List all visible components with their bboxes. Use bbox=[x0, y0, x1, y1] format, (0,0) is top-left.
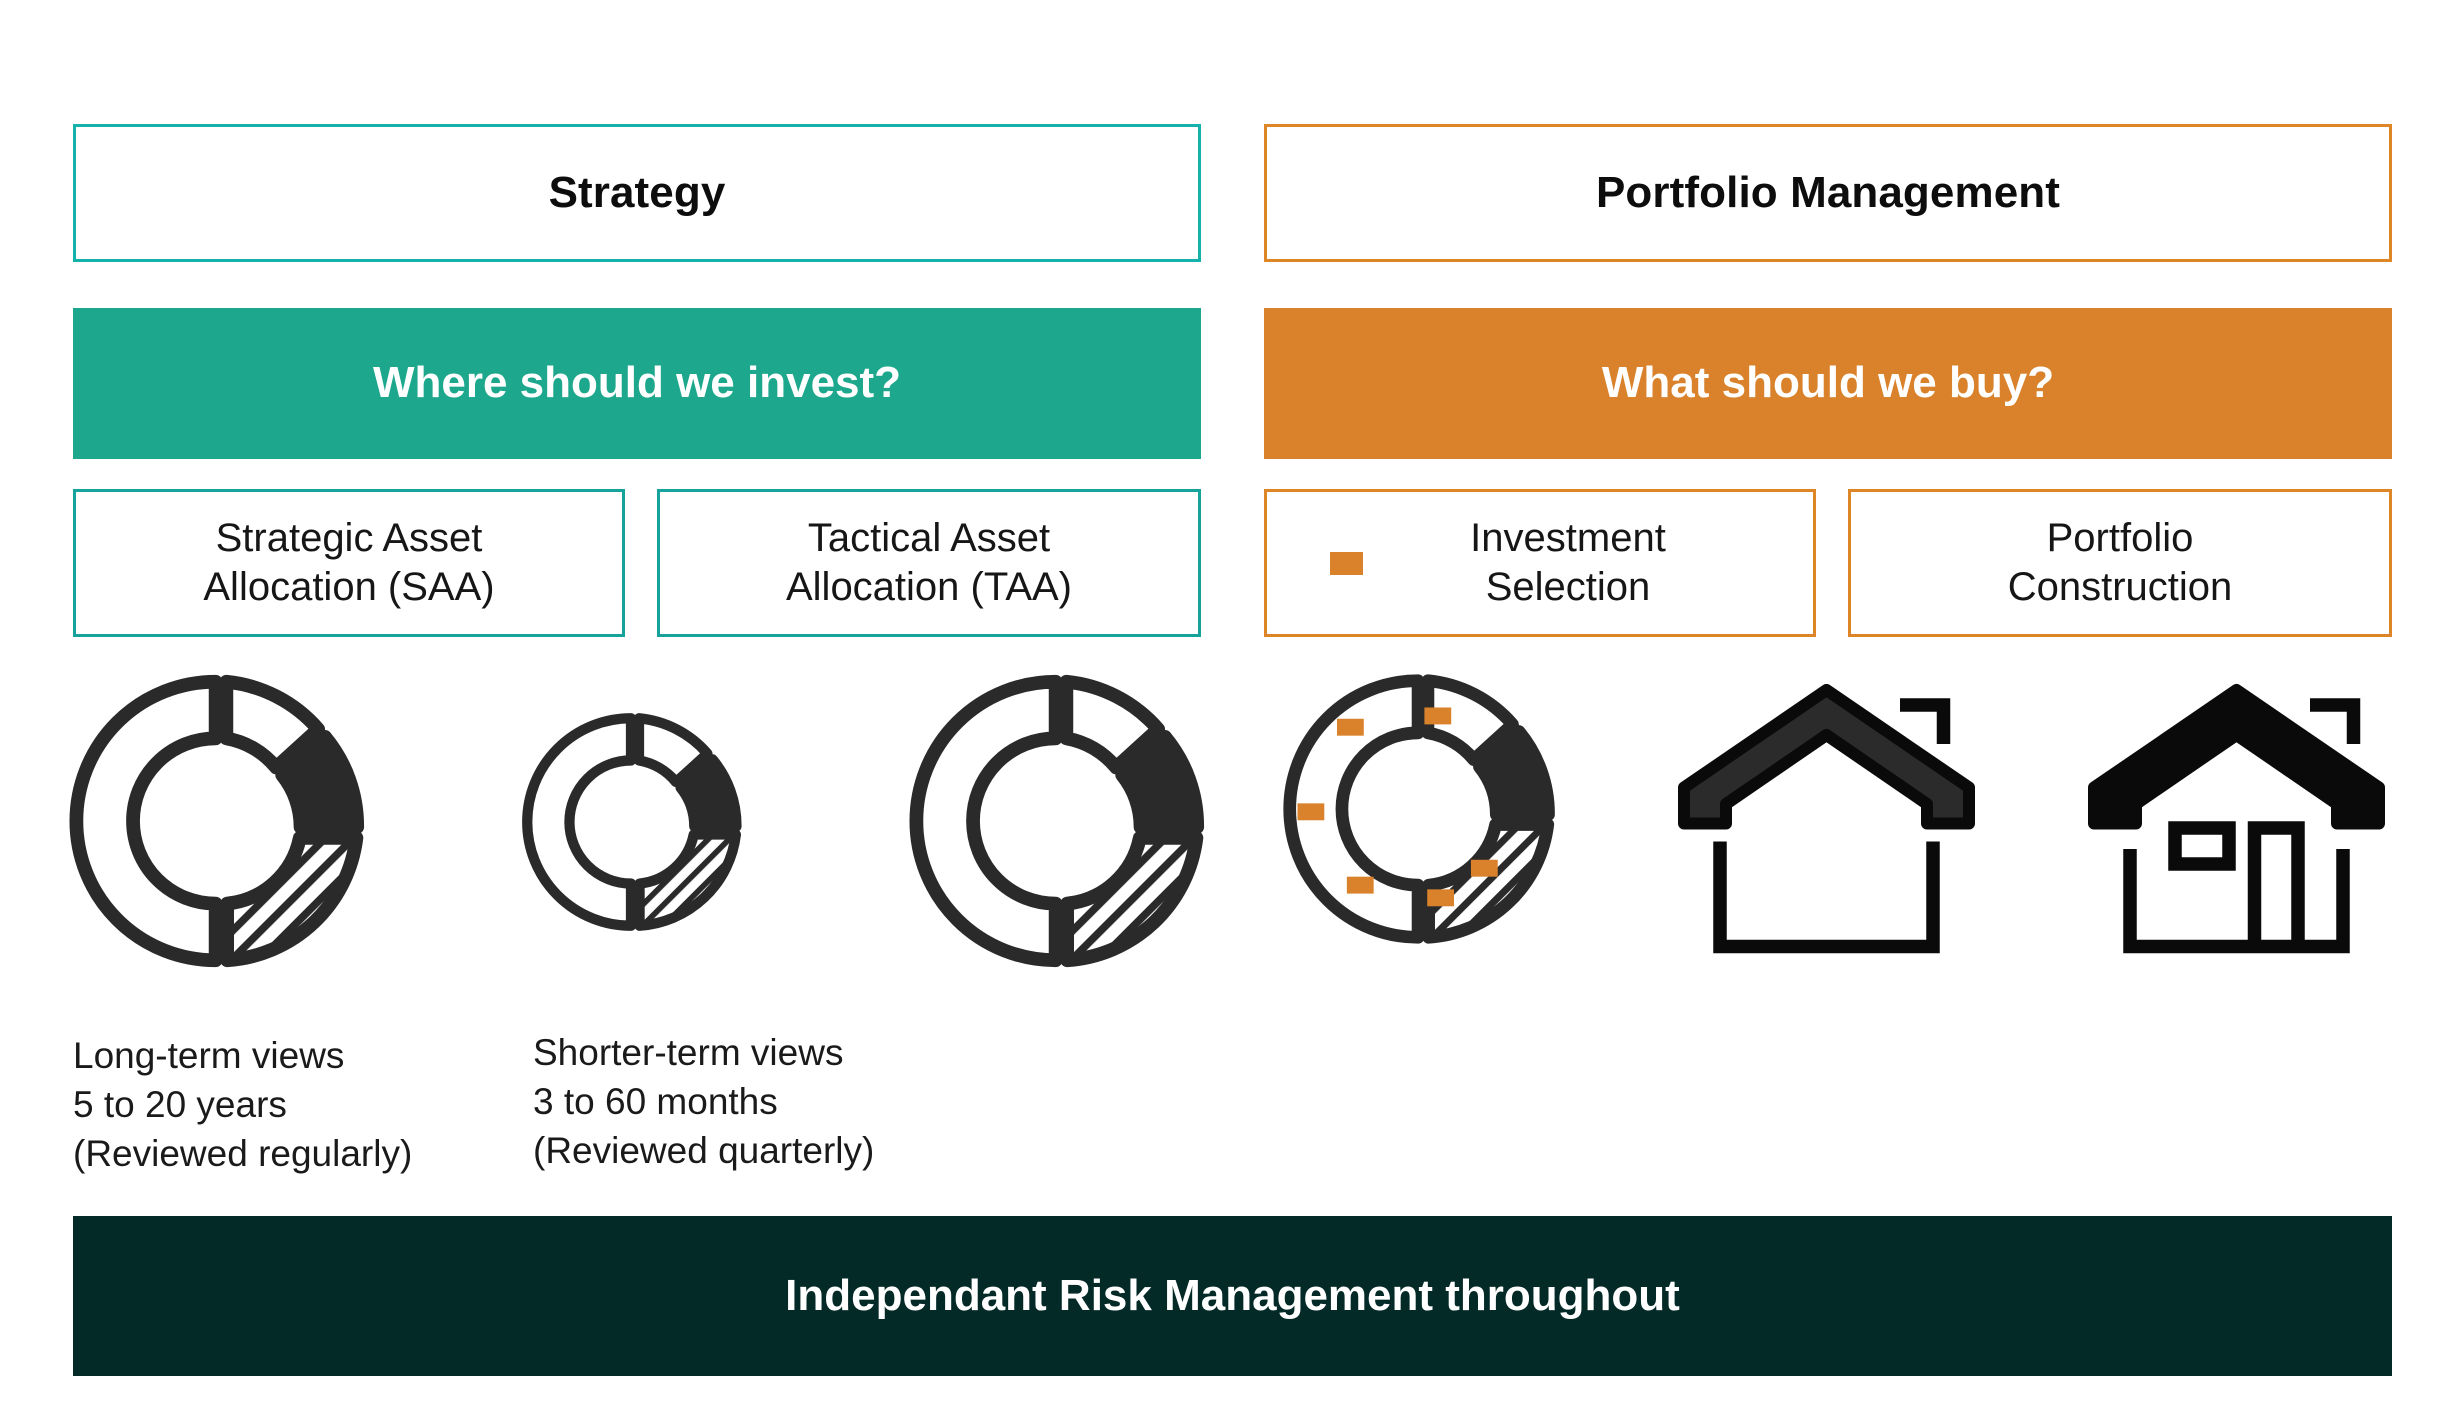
pillar-header-portfolio-management[interactable]: Portfolio Management bbox=[1264, 124, 2392, 262]
subbox-label-saa: Strategic Asset Allocation (SAA) bbox=[203, 516, 495, 609]
house-outline-icon bbox=[1672, 672, 1990, 972]
subbox-label-investment-selection: Investment Selection bbox=[1470, 516, 1666, 609]
question-label-strategy: Where should we invest? bbox=[372, 358, 902, 408]
subbox-investment-selection[interactable]: Investment Selection bbox=[1264, 489, 1816, 637]
subbox-strategic-asset-allocation[interactable]: Strategic Asset Allocation (SAA) bbox=[73, 489, 625, 637]
question-label-portfolio-management: What should we buy? bbox=[1601, 358, 2055, 408]
donut-chart-icon bbox=[68, 668, 374, 974]
question-banner-strategy[interactable]: Where should we invest? bbox=[73, 308, 1201, 459]
investment-selection-marker-icon bbox=[1330, 552, 1363, 575]
donut-chart-selection-icon bbox=[1282, 668, 1564, 950]
pillar-header-strategy[interactable]: Strategy bbox=[73, 124, 1201, 262]
caption-shorter-term-views: Shorter-term views 3 to 60 months (Revie… bbox=[533, 1032, 875, 1172]
subbox-label-taa: Tactical Asset Allocation (TAA) bbox=[785, 516, 1072, 609]
caption-long-term-views: Long-term views 5 to 20 years (Reviewed … bbox=[73, 1035, 413, 1175]
pillar-title-portfolio-management: Portfolio Management bbox=[1595, 167, 2061, 217]
donut-chart-icon bbox=[908, 668, 1214, 974]
subbox-tactical-asset-allocation[interactable]: Tactical Asset Allocation (TAA) bbox=[657, 489, 1201, 637]
pillar-title-strategy: Strategy bbox=[548, 167, 726, 217]
footer-risk-management-label: Independant Risk Management throughout bbox=[785, 1270, 1680, 1320]
donut-chart-icon bbox=[521, 708, 749, 936]
subbox-portfolio-construction[interactable]: Portfolio Construction bbox=[1848, 489, 2392, 637]
subbox-label-portfolio-construction: Portfolio Construction bbox=[2007, 516, 2233, 609]
footer-risk-management-bar[interactable]: Independant Risk Management throughout bbox=[73, 1216, 2392, 1376]
question-banner-portfolio-management[interactable]: What should we buy? bbox=[1264, 308, 2392, 459]
house-detailed-icon bbox=[2082, 672, 2400, 972]
